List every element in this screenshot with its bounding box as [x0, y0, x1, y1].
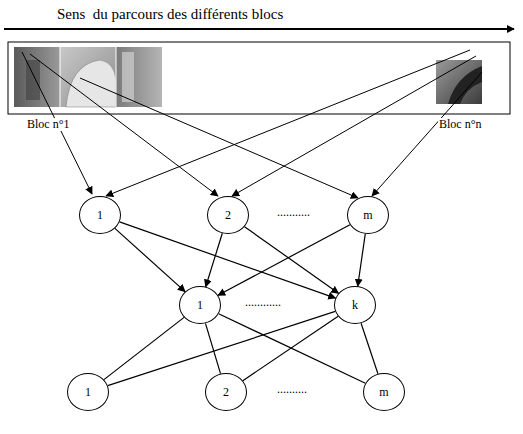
neuron-circle: 1: [79, 196, 121, 234]
neuron-label: 2: [225, 209, 231, 221]
connection-line: [361, 323, 378, 374]
block-arrows: [22, 50, 482, 198]
neuron-circle: m: [363, 373, 405, 411]
neuron-label: m: [379, 386, 388, 398]
block-label: Bloc n°1: [26, 118, 70, 131]
connection-line: [205, 323, 220, 373]
neuron-circle: 2: [205, 373, 247, 411]
neuron-label: k: [352, 299, 358, 311]
direction-label: Sens du parcours des différents blocs: [56, 6, 284, 23]
image-blocks: [14, 47, 482, 107]
neuron-label: 2: [223, 386, 229, 398]
connection-line: [104, 317, 184, 379]
neuron-circle: k: [334, 286, 376, 324]
connection-line: [218, 225, 350, 296]
connection-line: [206, 233, 223, 286]
neuron-label: 1: [85, 386, 91, 398]
neuron-circle: m: [347, 196, 389, 234]
neuron-label: 1: [197, 299, 203, 311]
neuron-circle: 2: [207, 196, 249, 234]
connection-line: [358, 234, 366, 286]
neuron-circle: 1: [67, 373, 109, 411]
neuron-label: 1: [97, 209, 103, 221]
connection-line: [243, 316, 338, 380]
image-frame: [8, 42, 510, 114]
connection-line: [245, 227, 339, 294]
neuron-circle: 1: [179, 286, 221, 324]
neuron-label: m: [363, 209, 372, 221]
ellipsis: ..........: [276, 383, 308, 396]
ellipsis: ...........: [276, 206, 311, 219]
direction-arrow: [4, 28, 514, 30]
connection-line: [219, 314, 366, 383]
ellipsis: ............: [244, 296, 282, 309]
connection-line: [115, 228, 185, 291]
block-label: Bloc n°n: [438, 118, 482, 131]
